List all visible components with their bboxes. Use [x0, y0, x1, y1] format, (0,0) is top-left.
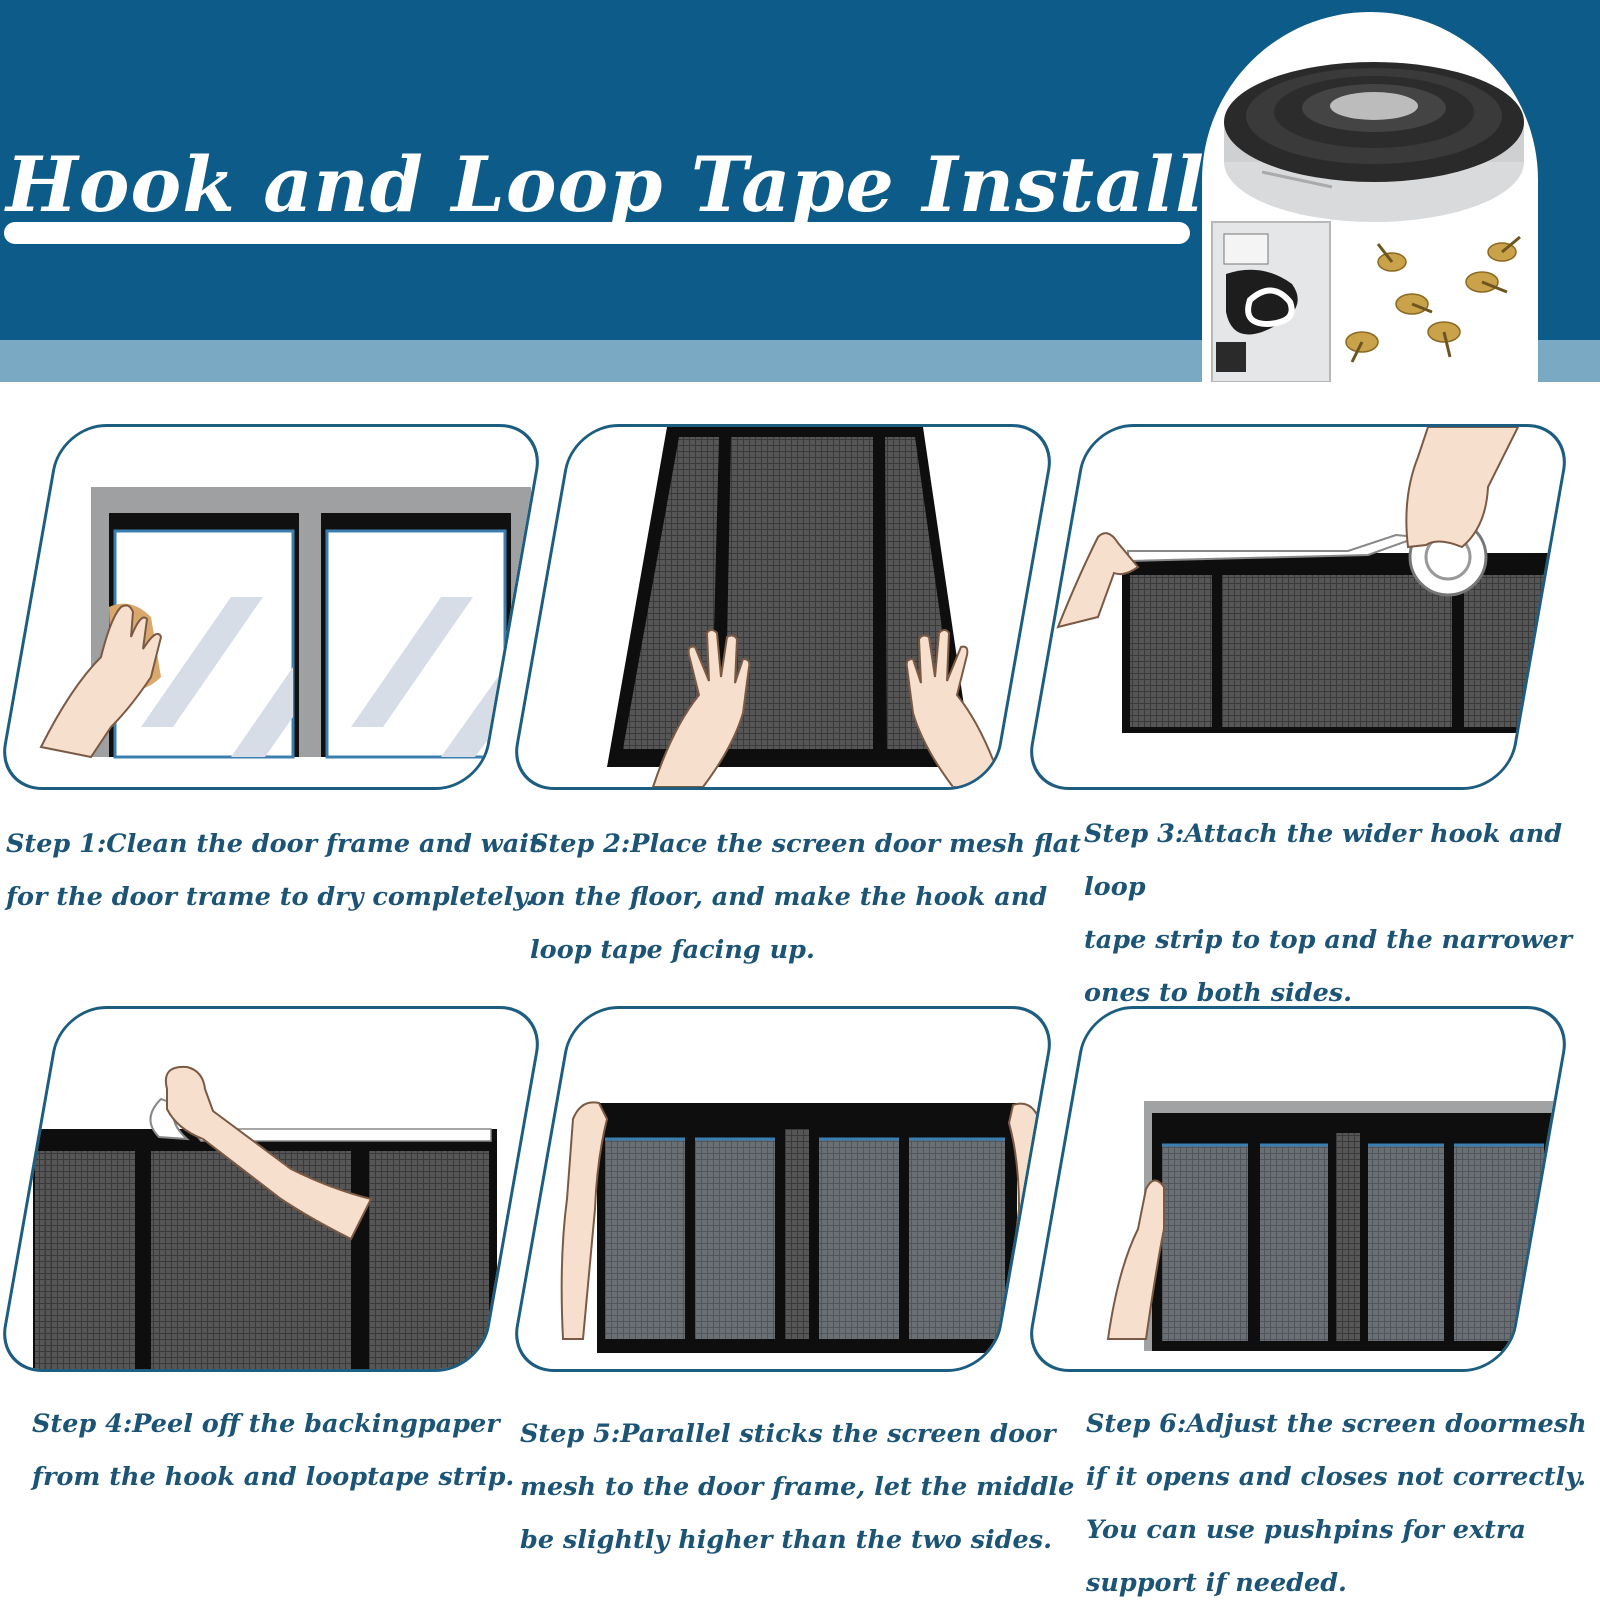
step-2-illustration [607, 427, 1005, 787]
step-5-text: Step 5:Parallel sticks the screen door m… [520, 1419, 1075, 1555]
step-3-panel [1022, 424, 1574, 790]
step-5-panel [507, 1006, 1059, 1372]
page-title: Hook and Loop Tape Installation [6, 140, 1430, 229]
step-1-text: Step 1:Clean the door frame and wait for… [6, 829, 541, 912]
pushpins-icon [1345, 235, 1521, 363]
step-4-panel [0, 1006, 547, 1372]
step-6-illustration [1106, 1101, 1574, 1351]
step-2-panel [507, 424, 1059, 790]
step-3-text: Step 3:Attach the wider hook and loop ta… [1084, 819, 1573, 1008]
step-4-text: Step 4:Peel off the backingpaper from th… [32, 1409, 515, 1492]
step-2-text: Step 2:Place the screen door mesh flat o… [530, 829, 1081, 965]
accessory-bag-icon [1211, 221, 1331, 382]
hand-icon [39, 603, 163, 759]
step-4-illustration [26, 1065, 497, 1369]
hand-icon [905, 629, 1005, 787]
tape-roll-icon [1224, 62, 1524, 222]
step-3-illustration [1056, 427, 1552, 733]
hand-icon [1405, 427, 1520, 549]
step-1-illustration [39, 487, 531, 759]
step-6-panel [1022, 1006, 1574, 1372]
step-5-illustration [560, 1101, 1045, 1353]
title-underline [4, 222, 1190, 244]
hand-icon [165, 1065, 373, 1241]
hand-icon [560, 1101, 609, 1340]
hand-icon [1106, 1179, 1165, 1340]
hand-icon [651, 629, 751, 787]
step-1-panel [0, 424, 547, 790]
hand-icon [1536, 1189, 1574, 1310]
product-image [1202, 12, 1538, 382]
hand-icon [1056, 532, 1140, 629]
step-6-text: Step 6:Adjust the screen doormesh if it … [1086, 1409, 1587, 1598]
